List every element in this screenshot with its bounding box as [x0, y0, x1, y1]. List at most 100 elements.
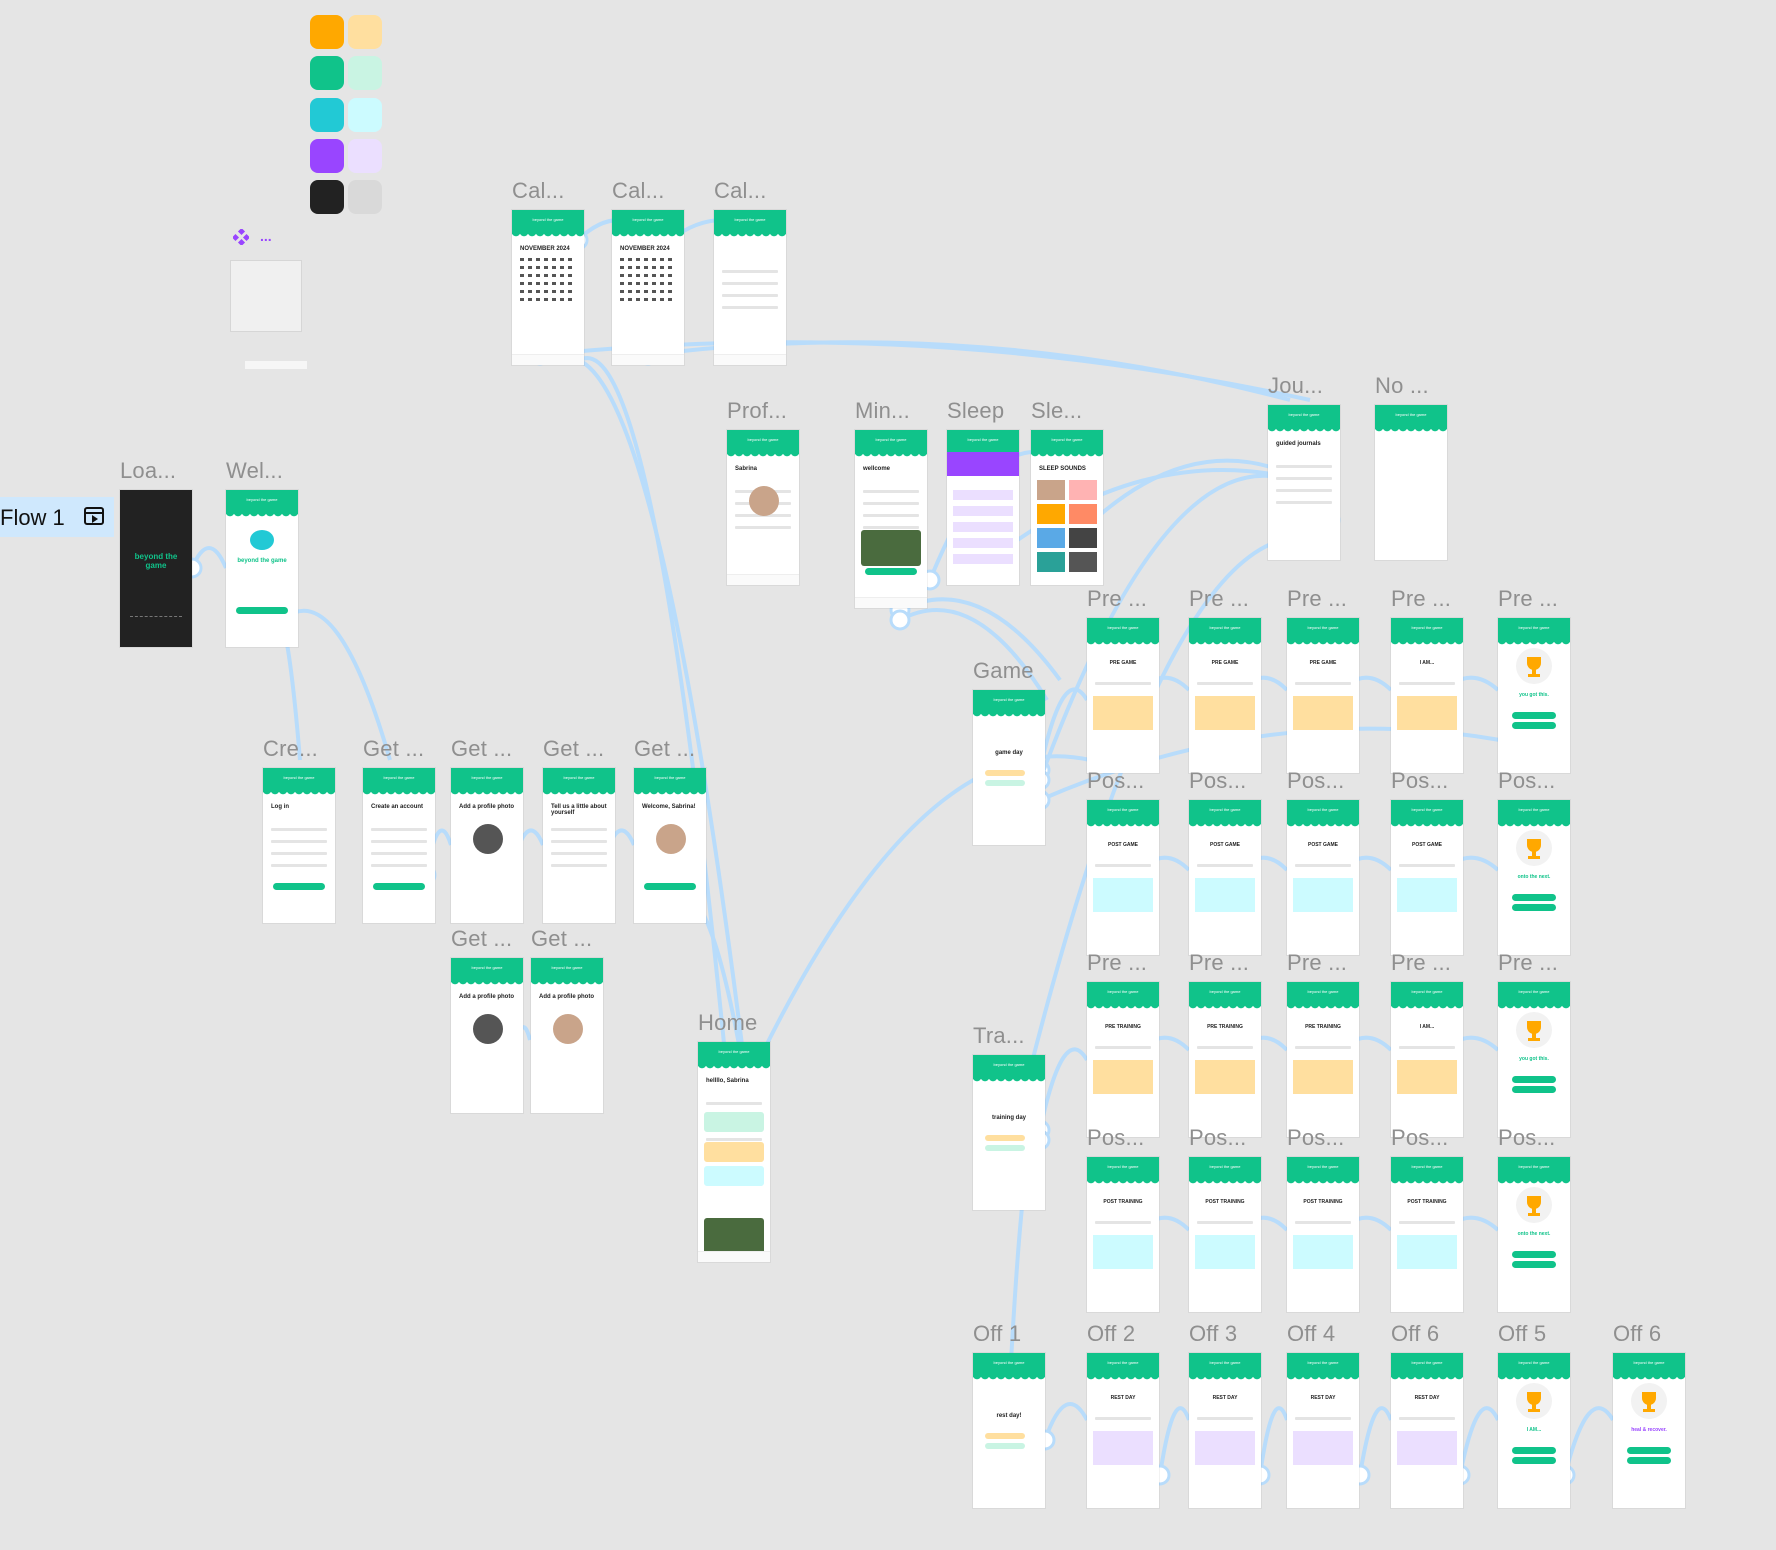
calendar-day[interactable]: [660, 298, 664, 301]
nav-component-set[interactable]: [230, 260, 302, 332]
calendar-day[interactable]: [660, 266, 664, 269]
swatch[interactable]: [348, 98, 382, 132]
sleep-item[interactable]: [953, 554, 1013, 564]
calendar-day[interactable]: [652, 266, 656, 269]
answer-area[interactable]: [1195, 878, 1255, 912]
frame-label-nojournal[interactable]: No ...: [1375, 373, 1429, 398]
action-button[interactable]: [1512, 1447, 1556, 1454]
calendar-day[interactable]: [536, 274, 540, 277]
answer-area[interactable]: [1093, 1060, 1153, 1094]
calendar-day[interactable]: [668, 274, 672, 277]
answer-area[interactable]: [1293, 878, 1353, 912]
calendar-day[interactable]: [652, 290, 656, 293]
sound-tile[interactable]: [1037, 480, 1065, 500]
frame-label-po4[interactable]: Pos...: [1391, 768, 1449, 793]
swatch[interactable]: [310, 180, 344, 214]
avatar[interactable]: [473, 824, 503, 854]
calendar-day[interactable]: [628, 298, 632, 301]
option-chip[interactable]: [985, 1433, 1025, 1439]
swatch[interactable]: [310, 15, 344, 49]
sound-tile[interactable]: [1069, 504, 1097, 524]
frame-label-po1[interactable]: Pos...: [1087, 768, 1145, 793]
calendar-day[interactable]: [528, 266, 532, 269]
calendar-day[interactable]: [520, 298, 524, 301]
calendar-day[interactable]: [520, 290, 524, 293]
sound-tile[interactable]: [1069, 552, 1097, 572]
calendar-day[interactable]: [560, 258, 564, 261]
calendar-day[interactable]: [652, 274, 656, 277]
calendar-day[interactable]: [668, 290, 672, 293]
calendar-day[interactable]: [544, 266, 548, 269]
action-button[interactable]: [1512, 1261, 1556, 1268]
bottom-nav[interactable]: [612, 354, 684, 365]
calendar-day[interactable]: [660, 290, 664, 293]
frame-label-ptr5[interactable]: Pos...: [1498, 1125, 1556, 1150]
calendar-day[interactable]: [620, 266, 624, 269]
calendar-day[interactable]: [536, 258, 540, 261]
frame-label-pt1[interactable]: Pre ...: [1087, 950, 1148, 975]
frame-label-ptr1[interactable]: Pos...: [1087, 1125, 1145, 1150]
frame-label-cal2[interactable]: Cal...: [612, 178, 665, 203]
calendar-day[interactable]: [552, 282, 556, 285]
calendar-day[interactable]: [552, 258, 556, 261]
calendar-day[interactable]: [628, 290, 632, 293]
continue-button[interactable]: [644, 883, 696, 890]
calendar-day[interactable]: [636, 274, 640, 277]
frame-load[interactable]: beyond the game: [120, 490, 192, 647]
frame-label-mind[interactable]: Min...: [855, 398, 910, 423]
action-button[interactable]: [1512, 894, 1556, 901]
calendar-day[interactable]: [660, 258, 664, 261]
calendar-day[interactable]: [644, 258, 648, 261]
calendar-day[interactable]: [628, 282, 632, 285]
calendar-day[interactable]: [628, 274, 632, 277]
sleep-item[interactable]: [953, 538, 1013, 548]
option-chip[interactable]: [985, 770, 1025, 776]
frame-label-off5[interactable]: Off 5: [1498, 1321, 1547, 1346]
calendar-day[interactable]: [644, 298, 648, 301]
calendar-day[interactable]: [536, 298, 540, 301]
avatar[interactable]: [473, 1014, 503, 1044]
frame-label-ptr2[interactable]: Pos...: [1189, 1125, 1247, 1150]
frame-label-game[interactable]: Game: [973, 658, 1034, 683]
calendar-day[interactable]: [636, 282, 640, 285]
calendar-day[interactable]: [560, 290, 564, 293]
calendar-day[interactable]: [528, 258, 532, 261]
continue-button[interactable]: [865, 568, 917, 575]
calendar-day[interactable]: [568, 258, 572, 261]
calendar-day[interactable]: [536, 282, 540, 285]
bottom-nav[interactable]: [855, 597, 927, 608]
frame-label-pg4[interactable]: Pre ...: [1391, 586, 1452, 611]
bottom-nav[interactable]: [512, 354, 584, 365]
answer-area[interactable]: [1293, 1060, 1353, 1094]
frame-label-off3[interactable]: Off 3: [1189, 1321, 1238, 1346]
action-button[interactable]: [1512, 1086, 1556, 1093]
calendar-day[interactable]: [560, 282, 564, 285]
calendar-day[interactable]: [560, 274, 564, 277]
frame-label-pg5[interactable]: Pre ...: [1498, 586, 1559, 611]
home-card[interactable]: [704, 1112, 764, 1132]
calendar-day[interactable]: [652, 282, 656, 285]
calendar-day[interactable]: [568, 298, 572, 301]
frame-label-get1[interactable]: Get ...: [363, 736, 425, 761]
calendar-day[interactable]: [644, 274, 648, 277]
bottom-nav[interactable]: [727, 574, 799, 585]
calendar-day[interactable]: [644, 282, 648, 285]
avatar[interactable]: [749, 486, 779, 516]
